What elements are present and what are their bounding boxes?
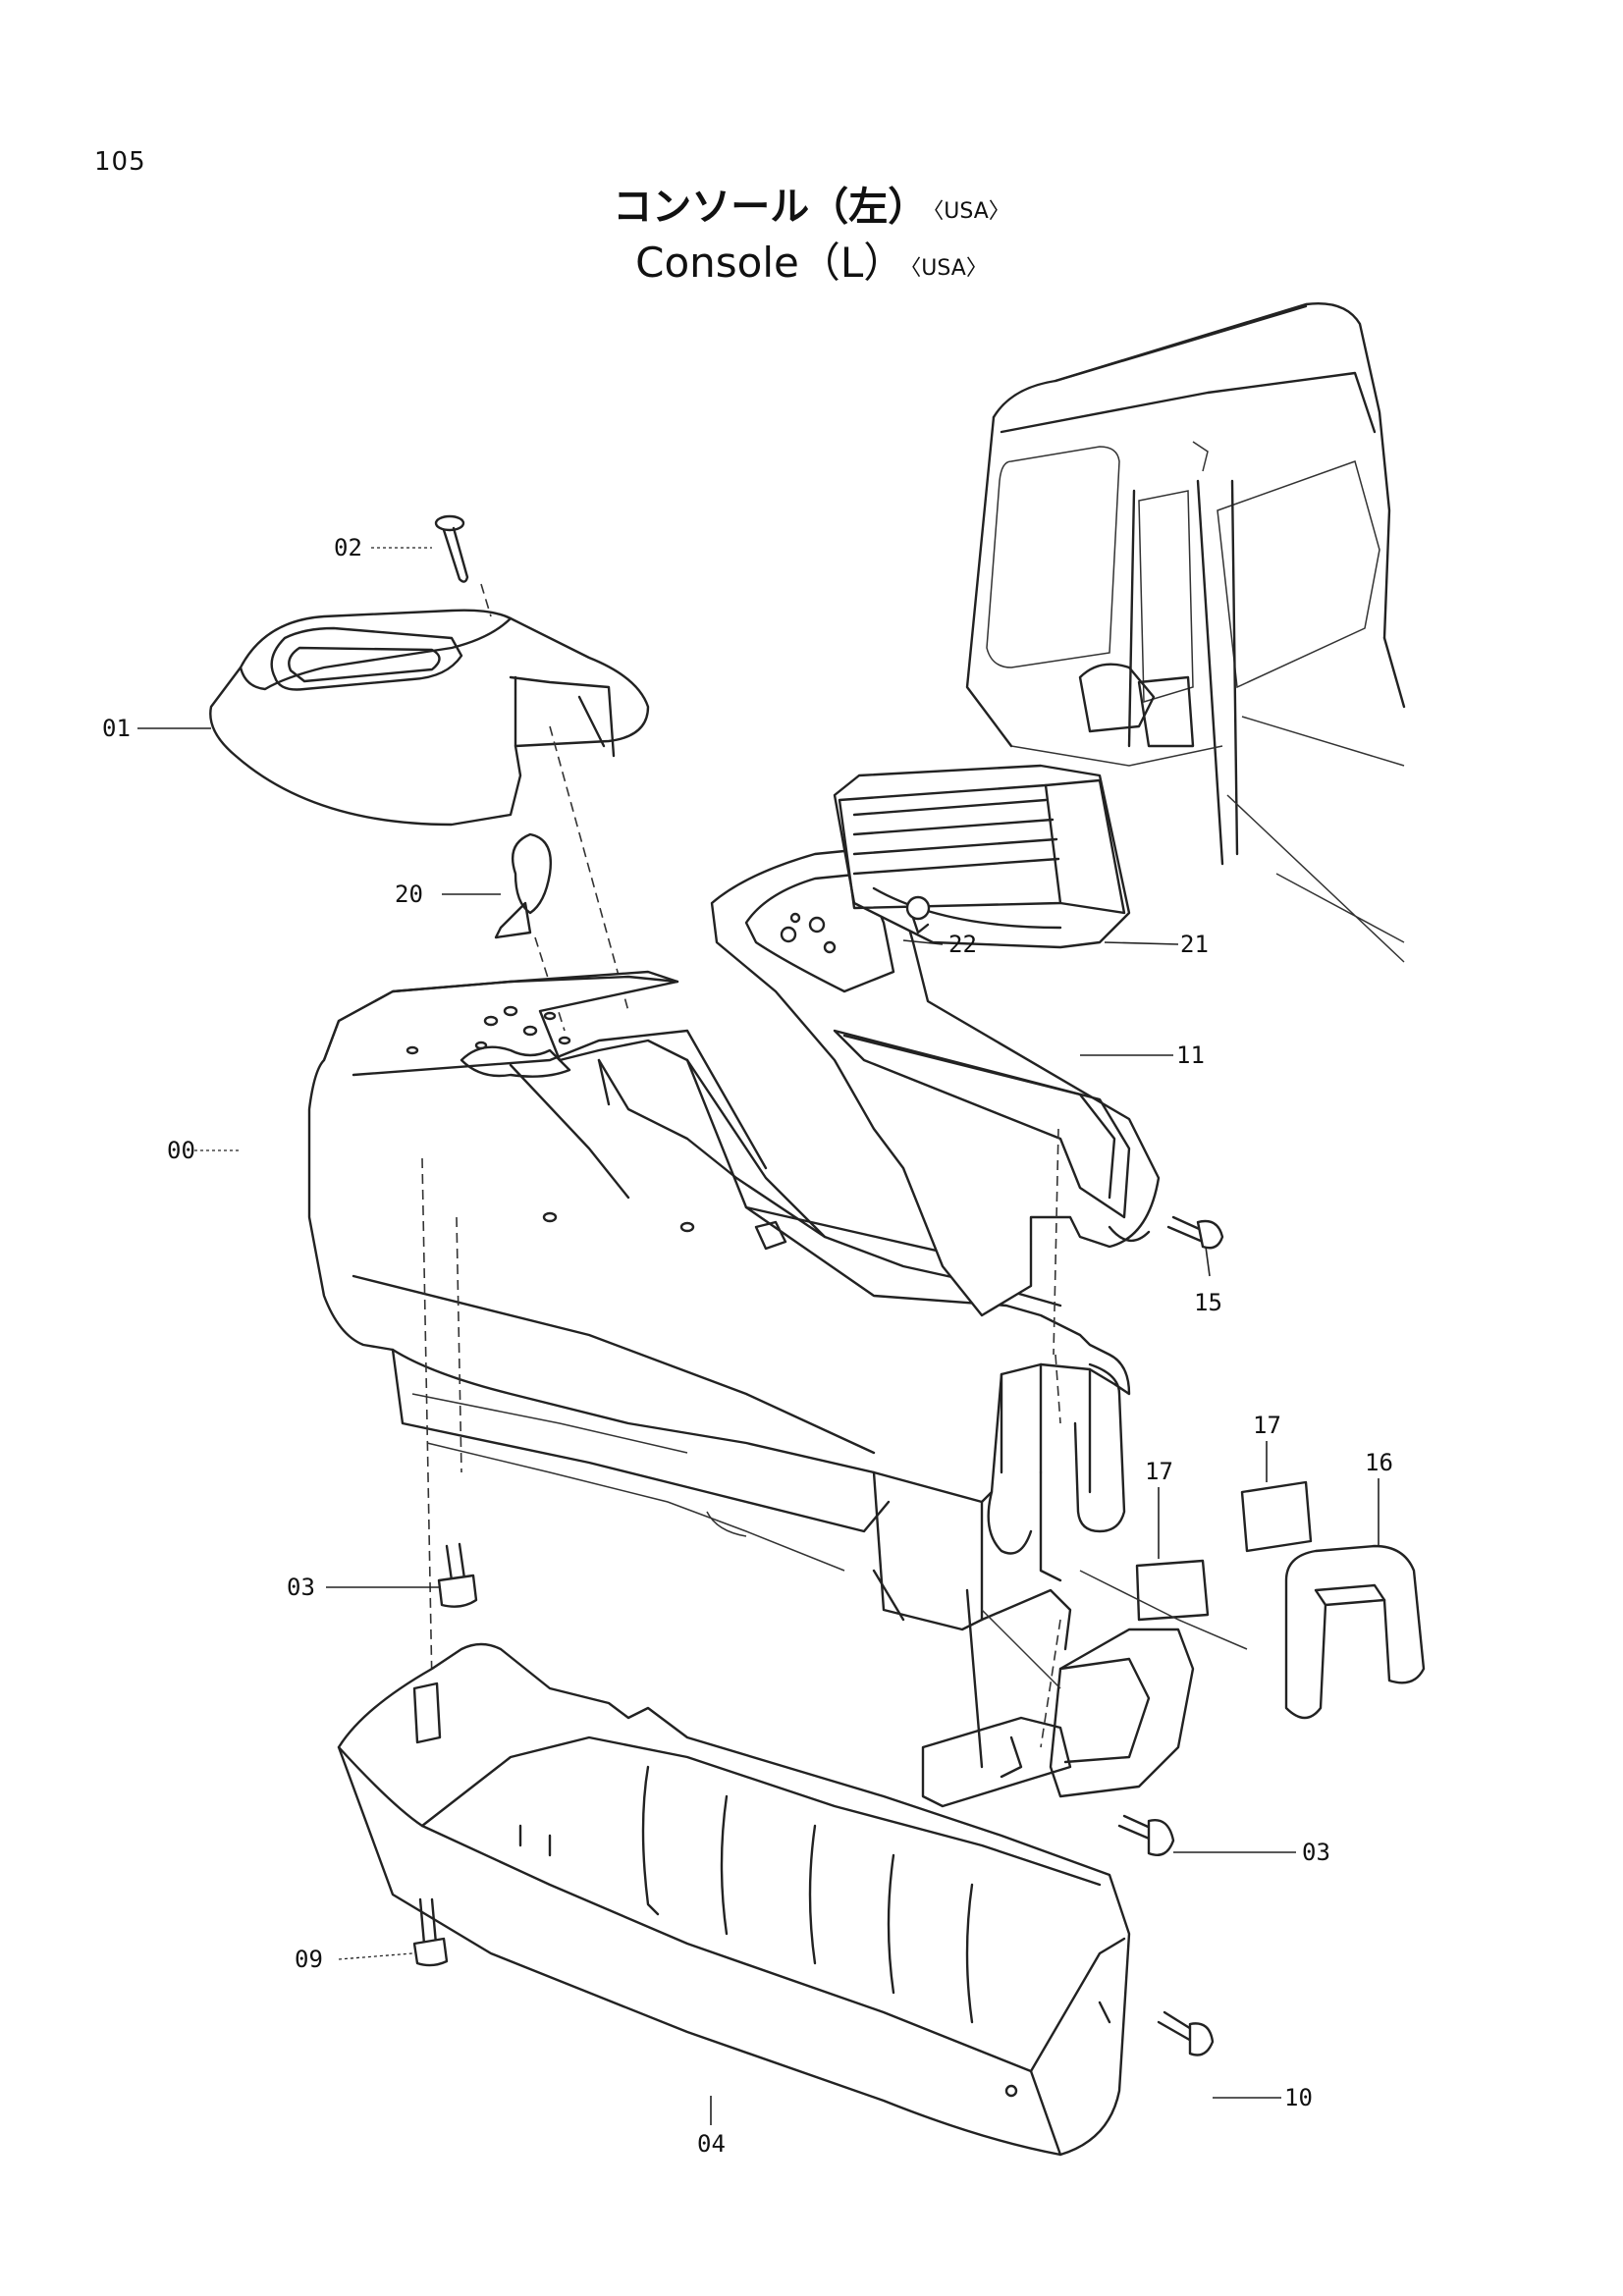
- callout-10: 10: [1284, 2084, 1313, 2111]
- bracket-assembly: [921, 1570, 1248, 1808]
- callout-labels: 02 01 20 22 21 11 00 15 17 16 17 03 03 0…: [102, 534, 1393, 2158]
- part-10-bolt: [1157, 2010, 1215, 2056]
- region-tag-japanese: 〈USA〉: [933, 199, 1010, 224]
- callout-21: 21: [1180, 931, 1209, 958]
- callout-17-lower: 17: [1145, 1458, 1173, 1485]
- title-japanese-text: コンソール（左）: [613, 185, 928, 230]
- title-english-text: Console（L）: [635, 239, 905, 287]
- part-09-screw: [412, 1897, 449, 1967]
- part-04-lower-tray: [337, 1642, 1131, 2157]
- part-00-console-body: [307, 970, 1131, 1748]
- part-17-pads: [1135, 1480, 1313, 1622]
- callout-17-upper: 17: [1253, 1412, 1281, 1439]
- part-16-handle: [1284, 1544, 1426, 1720]
- part-03-bolts: [437, 1542, 1175, 1857]
- callout-03-left: 03: [287, 1574, 315, 1601]
- part-02-screw: [434, 514, 469, 583]
- part-22-knob: [905, 895, 931, 934]
- part-15-bolt: [1166, 1215, 1224, 1250]
- region-tag-english: 〈USA〉: [910, 255, 988, 281]
- callout-01: 01: [102, 715, 131, 742]
- callout-22: 22: [948, 931, 977, 958]
- title-english: Console（L）〈USA〉: [0, 230, 1623, 290]
- callout-11: 11: [1176, 1041, 1205, 1069]
- callout-20: 20: [395, 881, 423, 908]
- callout-03-right: 03: [1302, 1839, 1330, 1866]
- part-01-top-cover: [209, 583, 650, 827]
- page-number: 105: [94, 147, 146, 177]
- callout-16: 16: [1365, 1449, 1393, 1476]
- cab-illustration: [965, 302, 1406, 963]
- title-japanese: コンソール（左）〈USA〉: [0, 175, 1623, 232]
- callout-02: 02: [334, 534, 362, 561]
- callout-15: 15: [1194, 1289, 1222, 1316]
- callout-09: 09: [295, 1946, 323, 1973]
- callout-00: 00: [167, 1137, 195, 1164]
- callout-04: 04: [697, 2130, 726, 2158]
- part-11-tray: [710, 847, 1161, 1356]
- leader-lines: [137, 547, 1380, 2125]
